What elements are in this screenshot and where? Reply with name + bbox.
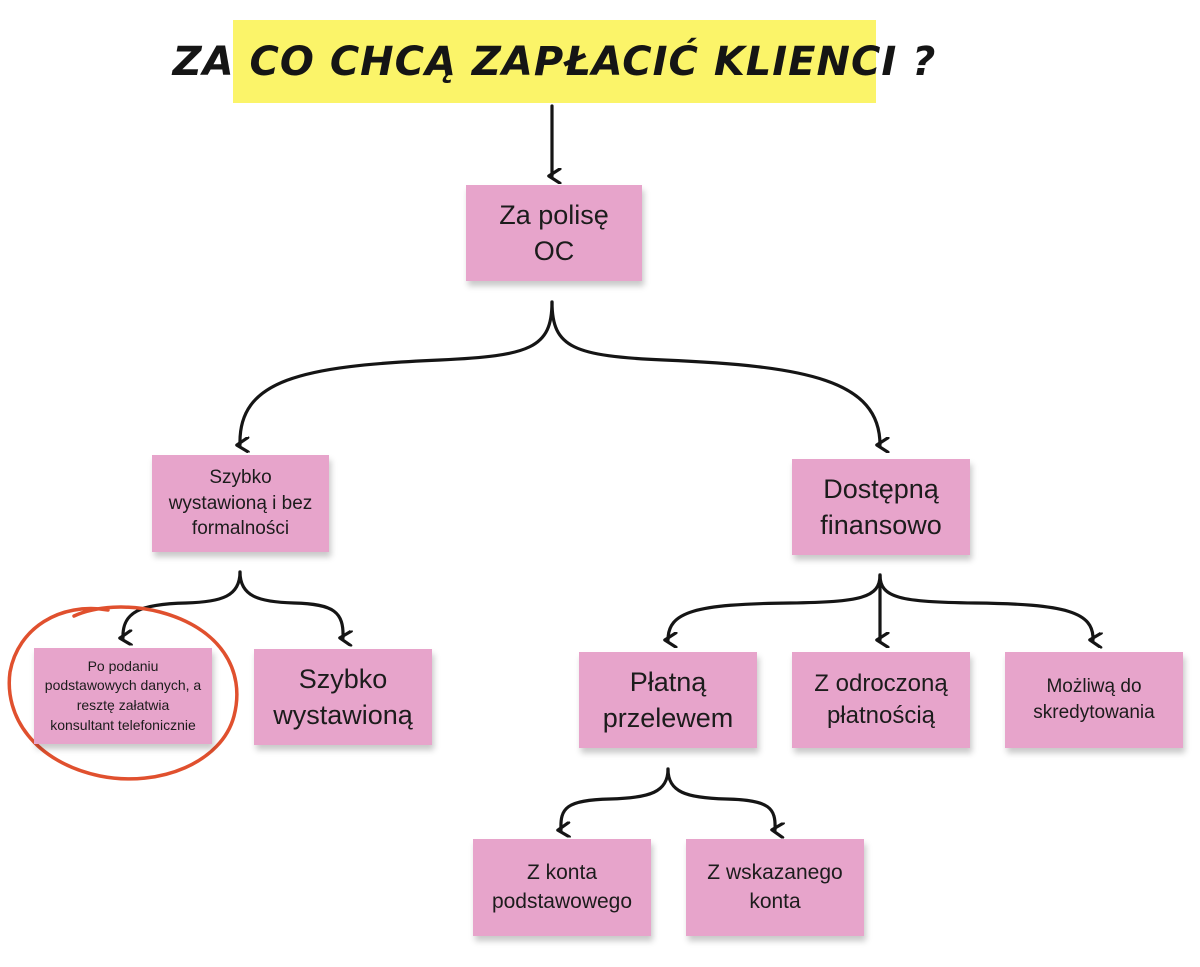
node-transfer-label: Płatną przelewem [602, 666, 734, 733]
node-fast-issue-label: Szybko wystawioną i bez formalności [168, 467, 313, 540]
node-root: Za polisę OC [466, 185, 642, 281]
node-fast-issued-label: Szybko wystawioną [273, 663, 413, 730]
node-basic-account-label: Z konta podstawowego [491, 861, 633, 913]
node-affordable: Dostępną finansowo [792, 459, 970, 555]
diagram-title: Za co chcą zapłacić klienci ? [172, 38, 937, 85]
arrow-fast-issue-to-basic-data [123, 570, 242, 638]
node-deferred-label: Z odroczoną płatnością [814, 669, 948, 729]
node-affordable-label: Dostępną finansowo [820, 473, 942, 540]
node-deferred: Z odroczoną płatnością [792, 652, 970, 748]
arrow-fast-issue-to-fast-issued [238, 570, 343, 638]
arrow-transfer-to-chosen-account [666, 767, 775, 830]
node-credit: Możliwą do skredytowania [1005, 652, 1183, 748]
node-chosen-account: Z wskazanego konta [686, 839, 864, 936]
highlight-circle [7, 605, 239, 781]
node-chosen-account-label: Z wskazanego konta [707, 861, 843, 913]
node-root-label: Za polisę OC [499, 199, 609, 266]
title-banner: Za co chcą zapłacić klienci ? [173, 20, 935, 103]
node-fast-issue: Szybko wystawioną i bez formalności [152, 455, 329, 552]
arrow-root-to-fast-issue [240, 300, 554, 445]
arrow-affordable-to-transfer [668, 573, 882, 640]
arrow-root-to-affordable [550, 300, 880, 445]
node-basic-data-label: Po podaniu podstawowych danych, a resztę… [44, 657, 202, 733]
arrow-affordable-to-credit [878, 573, 1093, 640]
node-transfer: Płatną przelewem [579, 652, 757, 748]
node-basic-account: Z konta podstawowego [473, 839, 651, 936]
arrow-transfer-to-basic-account [561, 767, 670, 830]
node-fast-issued: Szybko wystawioną [254, 649, 432, 745]
node-basic-data: Po podaniu podstawowych danych, a resztę… [34, 648, 212, 744]
node-credit-label: Możliwą do skredytowania [1033, 676, 1155, 723]
